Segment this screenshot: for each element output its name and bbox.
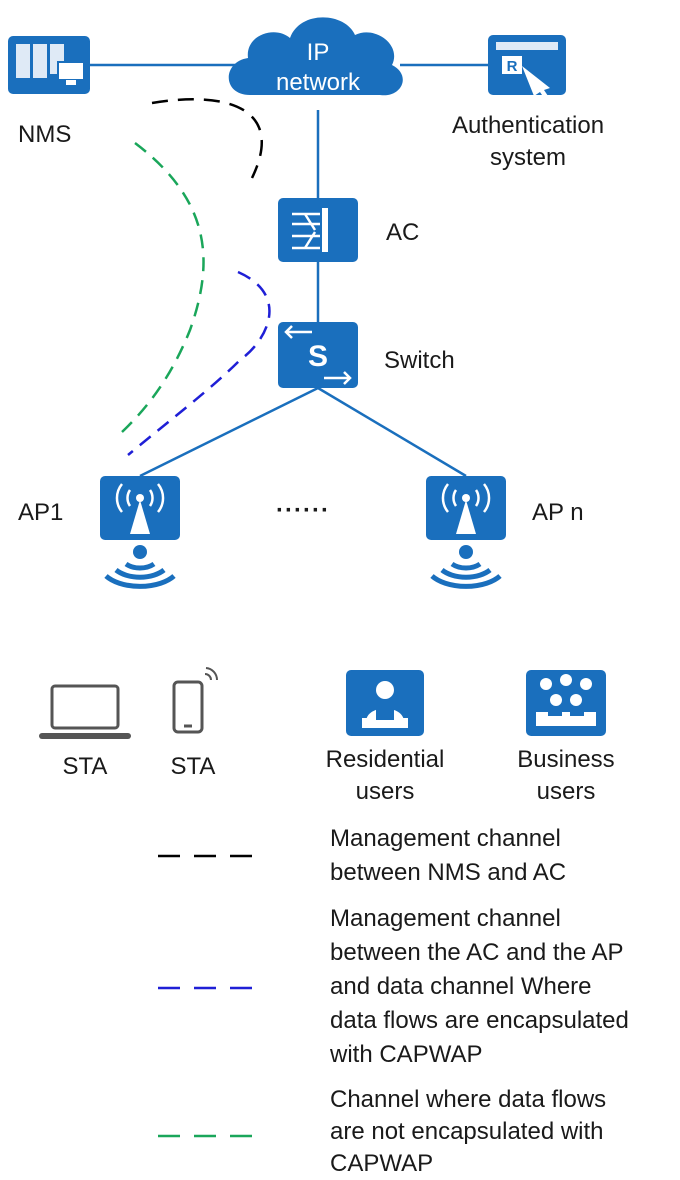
legend-3-line-3: CAPWAP [330, 1150, 434, 1177]
client-residential-line1: Residential [325, 746, 445, 773]
legend-1-line-1: Management channel [330, 825, 561, 852]
switch-label: Switch [384, 347, 455, 374]
legend-1-line-2: between NMS and AC [330, 859, 567, 886]
auth-server-icon: R [488, 35, 566, 98]
business-users-icon [526, 670, 606, 736]
nms-label: NMS [18, 121, 72, 148]
ellipsis-label: ······ [276, 497, 330, 524]
cloud-label-line1: IP [306, 39, 330, 66]
legend-2-line-1: Management channel [330, 905, 561, 932]
legend-3-line-1: Channel where data flows [330, 1086, 607, 1113]
client-business-line2: users [536, 778, 596, 805]
svg-text:R: R [507, 58, 518, 75]
client-residential-line2: users [355, 778, 415, 805]
access-point-icon [426, 476, 506, 589]
legend-text-non-capwap: Channel where data flows are not encapsu… [330, 1084, 606, 1180]
client-business-line1: Business [517, 746, 615, 773]
access-point-icon [100, 476, 180, 589]
apn-label: AP n [532, 499, 584, 526]
legend-text-capwap: Management channel between the AC and th… [330, 902, 629, 1072]
client-residential-label: Residential users [300, 744, 470, 808]
cloud-label: IP network [268, 38, 368, 98]
blue-channel-line [127, 270, 271, 456]
ap1-label: AP1 [18, 499, 64, 526]
legend-text-nms-ac: Management channel between NMS and AC [330, 822, 566, 890]
cloud-icon [228, 17, 403, 96]
residential-user-icon [346, 670, 424, 736]
ac-label: AC [386, 219, 420, 246]
link-switch-apn [317, 386, 467, 478]
server-monitor-icon [8, 36, 90, 94]
legend-2-line-2: between the AC and the AP [330, 939, 624, 966]
legend-3-line-2: are not encapsulated with [330, 1118, 604, 1145]
switch-icon: S [278, 322, 358, 388]
link-switch-ap1 [139, 386, 319, 478]
auth-label-line2: system [489, 144, 566, 171]
network-links [90, 63, 492, 478]
client-sta-laptop-label: STA [62, 753, 108, 780]
cloud-label-line2: network [275, 69, 361, 96]
green-channel-line [121, 142, 205, 433]
auth-label: Authentication system [428, 110, 628, 174]
auth-label-line1: Authentication [451, 112, 605, 139]
legend-2-line-3: and data channel Where [330, 973, 592, 1000]
client-sta-phone-label: STA [170, 753, 216, 780]
client-business-label: Business users [486, 744, 646, 808]
laptop-icon [39, 684, 131, 739]
access-controller-icon [278, 198, 358, 262]
phone-icon [172, 667, 219, 734]
svg-text:S: S [308, 340, 328, 373]
legend-2-line-5: with CAPWAP [330, 1041, 483, 1068]
nms-ac-channel-line [151, 98, 264, 179]
legend-2-line-4: data flows are encapsulated [330, 1007, 629, 1034]
